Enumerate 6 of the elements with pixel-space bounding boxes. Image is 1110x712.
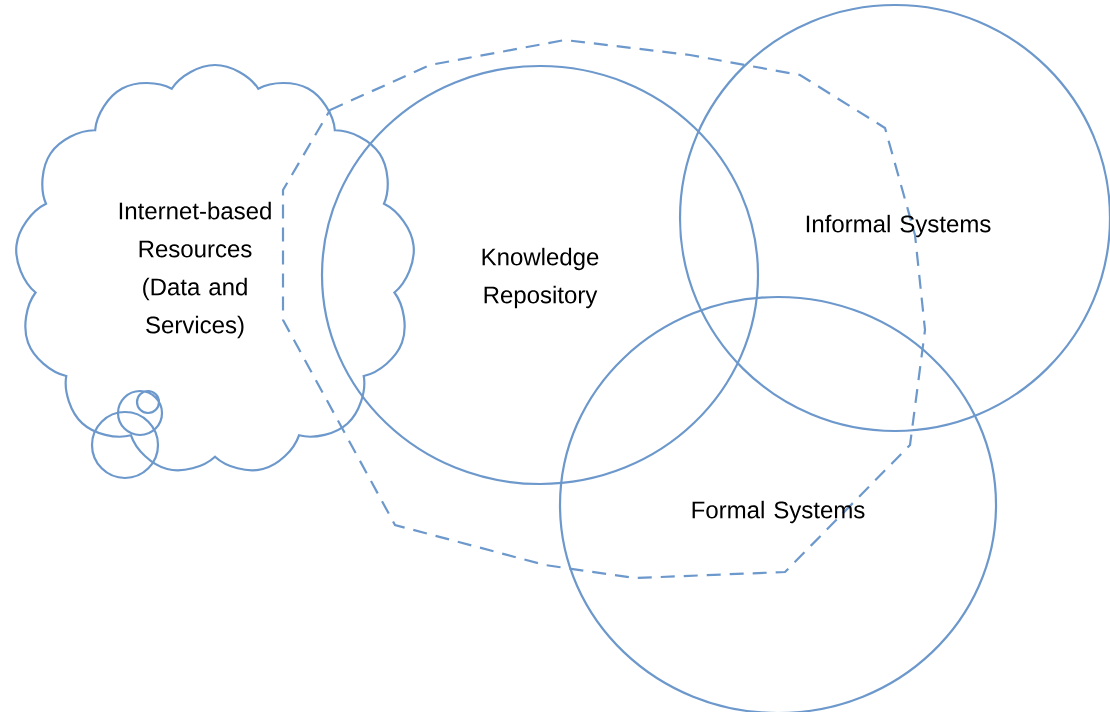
cloud-shape <box>15 63 415 472</box>
node-label: Formal Systems <box>692 500 865 524</box>
node-label: Knowledge Repository <box>482 247 599 309</box>
node-label: Informal Systems <box>806 214 991 238</box>
node-label: Internet-based Resources (Data and Services) <box>119 201 271 339</box>
circle <box>320 64 760 486</box>
